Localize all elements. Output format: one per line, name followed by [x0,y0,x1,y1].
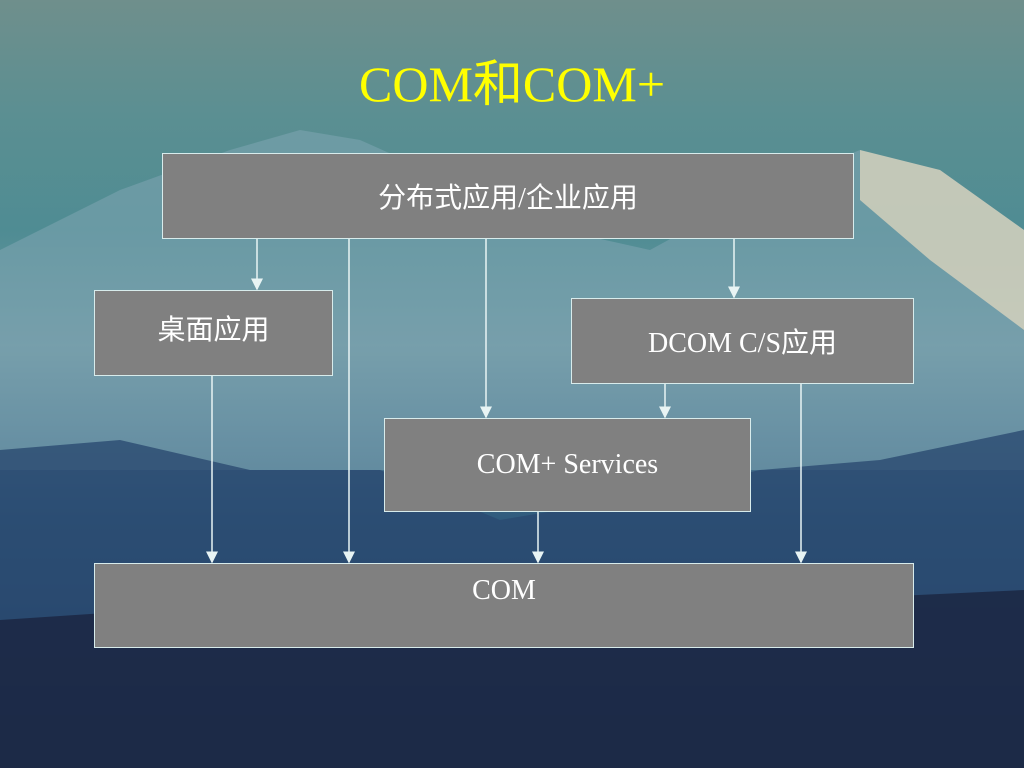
slide-title: COM和COM+ [358,56,666,112]
box-com: COM [94,563,914,648]
box-distributed-app: 分布式应用/企业应用 [162,153,854,239]
box-dcom-app: DCOM C/S应用 [571,298,914,384]
box-com-plus-services: COM+ Services [384,418,751,512]
box-desktop-app: 桌面应用 [94,290,333,376]
